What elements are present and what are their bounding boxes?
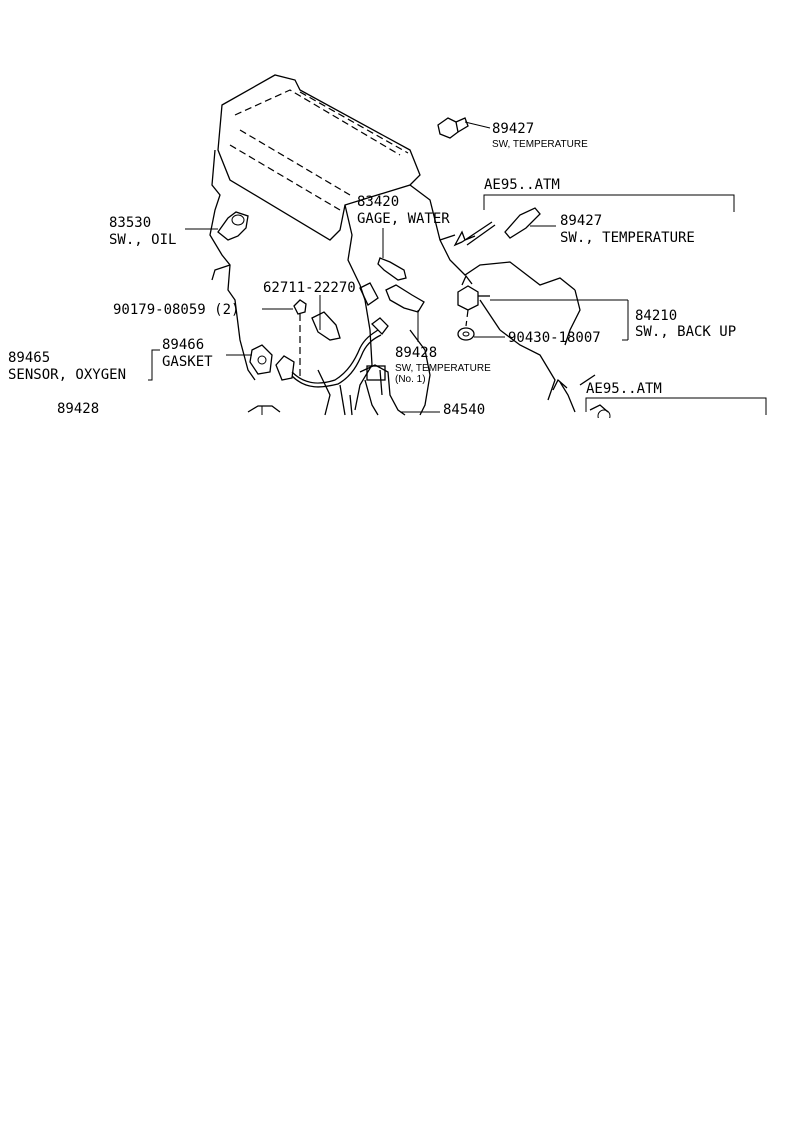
oxygen-sensor-icon xyxy=(226,317,389,388)
part-number-84210: 84210 xyxy=(635,308,677,324)
ae95-atm-bottom-bracket xyxy=(585,397,767,415)
direction-arrow-icon xyxy=(552,378,576,413)
part-name-83420: GAGE, WATER xyxy=(357,211,450,227)
temperature-switch-left-icon xyxy=(247,405,281,415)
backup-switch-icon xyxy=(457,274,629,341)
part-number-89466: 89466 xyxy=(162,337,204,353)
part-name-89427-top: SW, TEMPERATURE xyxy=(492,139,588,150)
part-number-84540: 84540 xyxy=(443,402,485,418)
blank-area xyxy=(0,418,792,1126)
direction-arrow-icon xyxy=(453,221,496,247)
part-number-89428: 89428 xyxy=(395,345,437,361)
part-number-89428-left: 89428 xyxy=(57,401,99,417)
part-name-89428: SW, TEMPERATURE xyxy=(395,363,491,374)
part-number-83420: 83420 xyxy=(357,194,399,210)
bolt-90179-icon xyxy=(262,299,307,380)
water-gage-sender-icon xyxy=(377,228,407,281)
part-number-90179: 90179-08059 (2) xyxy=(113,302,239,318)
temperature-switch-no1-icon xyxy=(385,284,425,342)
part-number-62711: 62711-22270 xyxy=(263,280,356,296)
ae95-atm-top-label: AE95..ATM xyxy=(484,177,560,193)
part-name-89427-right: SW., TEMPERATURE xyxy=(560,230,695,246)
part-number-89465: 89465 xyxy=(8,350,50,366)
part-name-89466: GASKET xyxy=(162,354,213,370)
temperature-switch-right-icon xyxy=(504,207,556,239)
part-name-83530: SW., OIL xyxy=(109,232,176,248)
part-name-89465: SENSOR, OXYGEN xyxy=(8,367,126,383)
part-number-83530: 83530 xyxy=(109,215,151,231)
part-sub-89428: (No. 1) xyxy=(395,374,426,385)
part-number-89427-right: 89427 xyxy=(560,213,602,229)
part-number-89427-top: 89427 xyxy=(492,121,534,137)
ae95-atm-top-bracket xyxy=(483,194,735,212)
part-name-84210: SW., BACK UP xyxy=(635,324,736,340)
bracket-62711-icon xyxy=(311,282,379,341)
gasket-sensor-bracket xyxy=(148,349,160,381)
ae95-atm-bottom-label: AE95..ATM xyxy=(586,381,662,397)
part-number-90430: 90430-18007 xyxy=(508,330,601,346)
oil-switch-icon xyxy=(185,211,249,241)
temperature-switch-top-icon xyxy=(437,117,491,139)
